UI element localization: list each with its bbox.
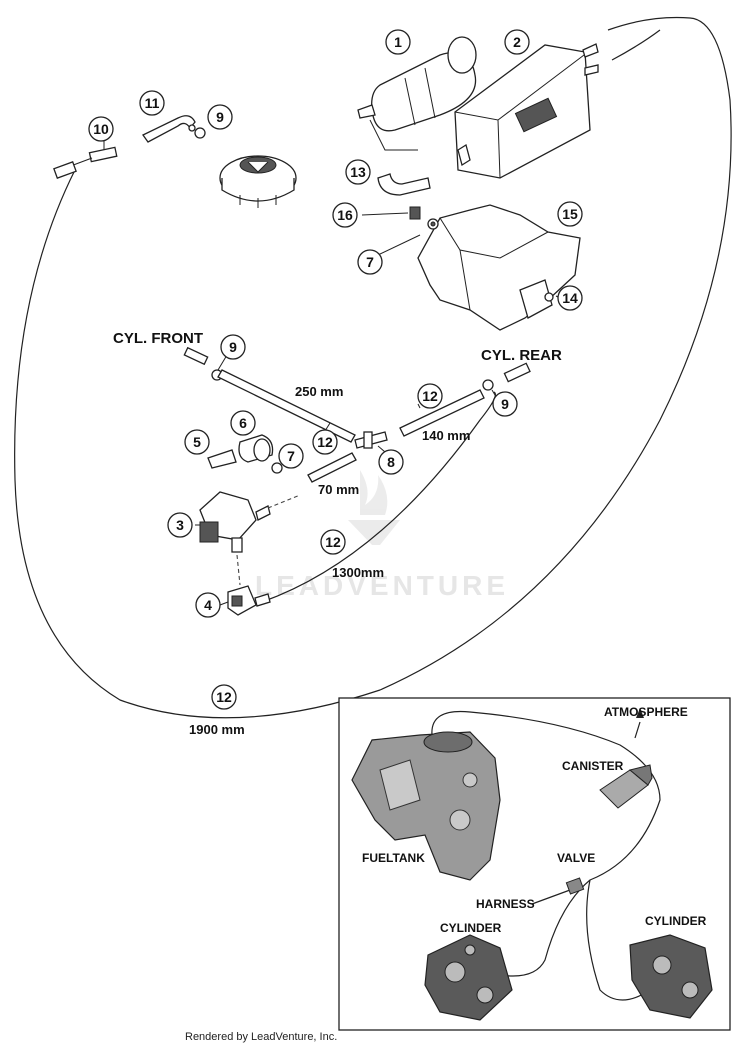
svg-text:12: 12 [317,434,333,450]
svg-text:9: 9 [229,339,237,355]
inset-label-valve: VALVE [557,851,595,865]
label-cyl-rear: CYL. REAR [481,347,562,364]
inset-label-fueltank: FUELTANK [362,851,425,865]
canister-small-illustration [599,764,653,809]
callout-2: 2 [504,29,530,55]
callout-5: 5 [184,429,210,455]
hose-top-right [611,29,661,61]
svg-text:7: 7 [366,254,374,270]
hose-1900mm-line [14,16,732,719]
screw-part-14 [544,292,554,302]
svg-text:12: 12 [325,534,341,550]
callout-12-left: 12 [312,429,338,455]
screw-part-7-mid [271,462,283,474]
svg-text:16: 16 [337,207,353,223]
cylinder-right-illustration [629,934,713,1019]
callout-12-mid: 12 [417,383,443,409]
label-cyl-front: CYL. FRONT [113,330,203,347]
callout-7-top: 7 [357,249,383,275]
callout-9-top: 9 [207,104,233,130]
inset-routing-overview: ATMOSPHERE CANISTER FUELTANK VALVE HARNE… [338,697,731,1031]
callout-9-rear: 9 [492,391,518,417]
svg-text:15: 15 [562,206,578,222]
callout-13: 13 [345,159,371,185]
connector-part-4 [227,585,271,616]
nipple-part-10 [53,146,118,179]
svg-text:9: 9 [216,109,224,125]
inset-label-canister: CANISTER [562,759,624,773]
svg-text:6: 6 [239,415,247,431]
grommet-part-6 [238,434,274,463]
clip-part-16 [409,206,421,220]
svg-text:3: 3 [176,517,184,533]
bracket-part-5 [207,449,237,469]
label-1900mm: 1900 mm [189,722,245,737]
valve-small-illustration [565,877,585,895]
nipple-cyl-front [183,346,209,366]
inset-label-atmosphere: ATMOSPHERE [604,705,688,719]
canister-part-2 [454,43,599,179]
inset-label-cylinder-left: CYLINDER [440,921,502,935]
svg-text:12: 12 [422,388,438,404]
inset-label-harness: HARNESS [476,897,535,911]
callout-3: 3 [167,512,193,538]
bent-hose-part-11 [142,115,196,143]
callout-16: 16 [332,202,358,228]
callout-8: 8 [378,449,404,475]
valve-part-3 [199,491,301,586]
screw-part-7-top [427,218,439,230]
callout-12-low: 12 [320,529,346,555]
t-piece-part-8 [354,431,388,449]
hose-250mm [217,369,356,443]
svg-text:7: 7 [287,448,295,464]
hose-140mm [399,389,485,437]
callout-11: 11 [139,90,165,116]
callout-1: 1 [385,29,411,55]
canister-part-1 [357,36,477,151]
clip-part-9-rear [482,379,494,391]
svg-text:11: 11 [145,95,160,111]
svg-text:14: 14 [562,290,578,306]
bracket-part-15 [417,204,581,331]
callout-15: 15 [557,201,583,227]
label-250mm: 250 mm [295,384,343,399]
inset-label-cylinder-right: CYLINDER [645,914,707,928]
svg-text:10: 10 [93,121,109,137]
u-hose-part-13 [377,173,431,196]
nipple-cyl-rear [503,362,531,383]
svg-text:4: 4 [204,597,212,613]
footer-credit: Rendered by LeadVenture, Inc. [185,1031,338,1043]
hose-70mm [307,452,357,483]
svg-text:2: 2 [513,34,521,50]
clip-part-9-top [188,124,206,139]
callout-14: 14 [557,285,583,311]
fuel-tank-illustration [351,731,501,881]
svg-text:8: 8 [387,454,395,470]
callout-4: 4 [195,592,221,618]
leadventure-watermark: LEADVENTURE [255,570,510,601]
svg-text:12: 12 [216,689,232,705]
label-140mm: 140 mm [422,428,470,443]
svg-text:13: 13 [350,164,366,180]
fuel-cap [219,155,297,208]
callout-12-bottom: 12 [211,684,237,710]
label-70mm: 70 mm [318,482,359,497]
svg-text:1: 1 [394,34,402,50]
callout-10: 10 [88,116,114,142]
svg-text:5: 5 [193,434,201,450]
label-1300mm: 1300mm [332,565,384,580]
cylinder-left-illustration [424,934,513,1021]
svg-text:9: 9 [501,396,509,412]
callout-7-mid: 7 [278,443,304,469]
callout-6: 6 [230,410,256,436]
callout-9-front: 9 [220,334,246,360]
